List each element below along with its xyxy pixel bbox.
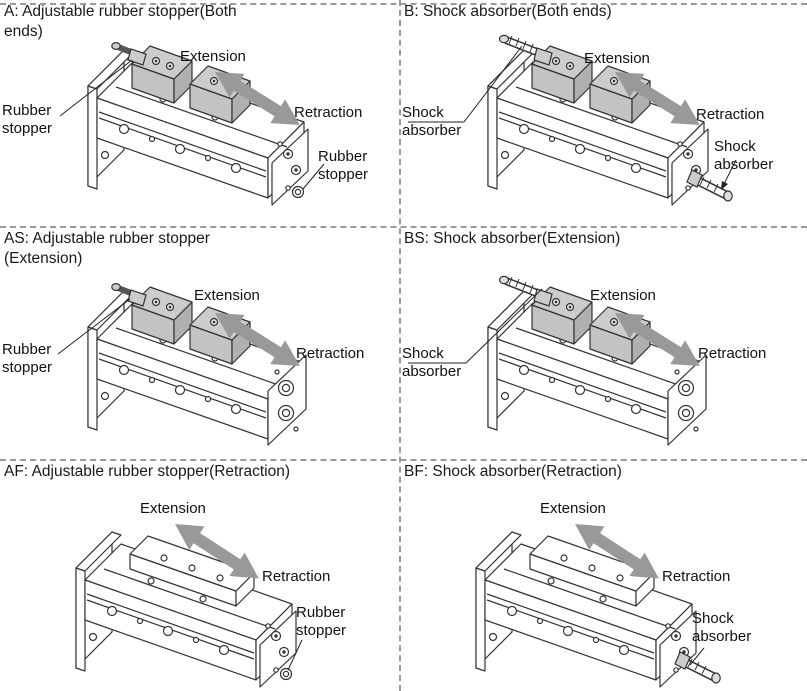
cylinder-drawing-as [57, 227, 308, 446]
panel-as: AS: Adjustable rubber stopper (Extension… [0, 227, 400, 460]
panel-title: BS: Shock absorber(Extension) [404, 230, 621, 247]
slide-cylinder-body [476, 532, 720, 688]
slide-cylinder-body [76, 532, 297, 688]
extension-label: Extension [540, 500, 606, 517]
cylinder-drawing-a [59, 0, 325, 206]
cylinder-drawing-b [408, 0, 807, 206]
retraction-label: Retraction [262, 568, 331, 585]
panel-title: A: Adjustable rubber stopper(Both ends) [4, 3, 237, 40]
extension-label: Extension [194, 287, 260, 304]
slide-cylinder-body [88, 284, 307, 446]
panel-title: AF: Adjustable rubber stopper(Retraction… [4, 463, 291, 480]
leader-line [287, 639, 303, 671]
panel-bf: BF: Shock absorber(Retraction) Extension… [400, 460, 807, 691]
dashed-divider-row2 [0, 459, 807, 461]
dashed-divider-top [0, 3, 807, 5]
extension-label: Extension [140, 500, 206, 517]
leader-line [302, 163, 325, 190]
panel-bs: BS: Shock absorber(Extension) Extension … [400, 227, 807, 460]
extension-label: Extension [180, 48, 246, 65]
callout-shock-absorber: Shock absorber [714, 138, 774, 173]
cylinder-drawing-bs [408, 227, 708, 446]
leader-line [57, 298, 131, 355]
callout-shock-absorber: Shock absorber [402, 345, 462, 380]
extension-label: Extension [584, 50, 650, 67]
leader-arrowhead [721, 181, 728, 190]
retraction-label: Retraction [662, 568, 731, 585]
dashed-divider-row1 [0, 226, 807, 228]
retraction-label: Retraction [698, 345, 767, 362]
leader-line [408, 45, 523, 123]
callout-shock-absorber: Shock absorber [402, 104, 462, 139]
retraction-label: Retraction [294, 104, 363, 121]
cylinder-drawing-bf [400, 512, 807, 688]
leader-line [408, 288, 543, 364]
panel-b: B: Shock absorber(Both ends) Extension R… [400, 0, 807, 227]
retraction-label: Retraction [296, 345, 365, 362]
leader-line [59, 59, 133, 117]
callout-rubber-stopper: Rubber stopper [318, 148, 369, 183]
panel-title: BF: Shock absorber(Retraction) [404, 463, 622, 480]
panel-af: AF: Adjustable rubber stopper(Retraction… [0, 460, 400, 691]
extension-label: Extension [590, 287, 656, 304]
panel-title: B: Shock absorber(Both ends) [404, 3, 612, 20]
leader-line [689, 647, 705, 666]
slide-cylinder-body [88, 43, 309, 206]
panel-title: AS: Adjustable rubber stopper (Extension… [4, 230, 210, 267]
cylinder-drawing-af [0, 512, 303, 688]
callout-shock-absorber: Shock absorber [692, 610, 752, 645]
leader-line [723, 159, 737, 185]
callout-rubber-stopper: Rubber stopper [2, 341, 53, 376]
retraction-label: Retraction [696, 106, 765, 123]
callout-rubber-stopper: Rubber stopper [296, 604, 347, 639]
panel-a: A: Adjustable rubber stopper(Both ends) … [0, 0, 400, 227]
dashed-divider-center [399, 0, 401, 691]
callout-rubber-stopper: Rubber stopper [2, 102, 53, 137]
